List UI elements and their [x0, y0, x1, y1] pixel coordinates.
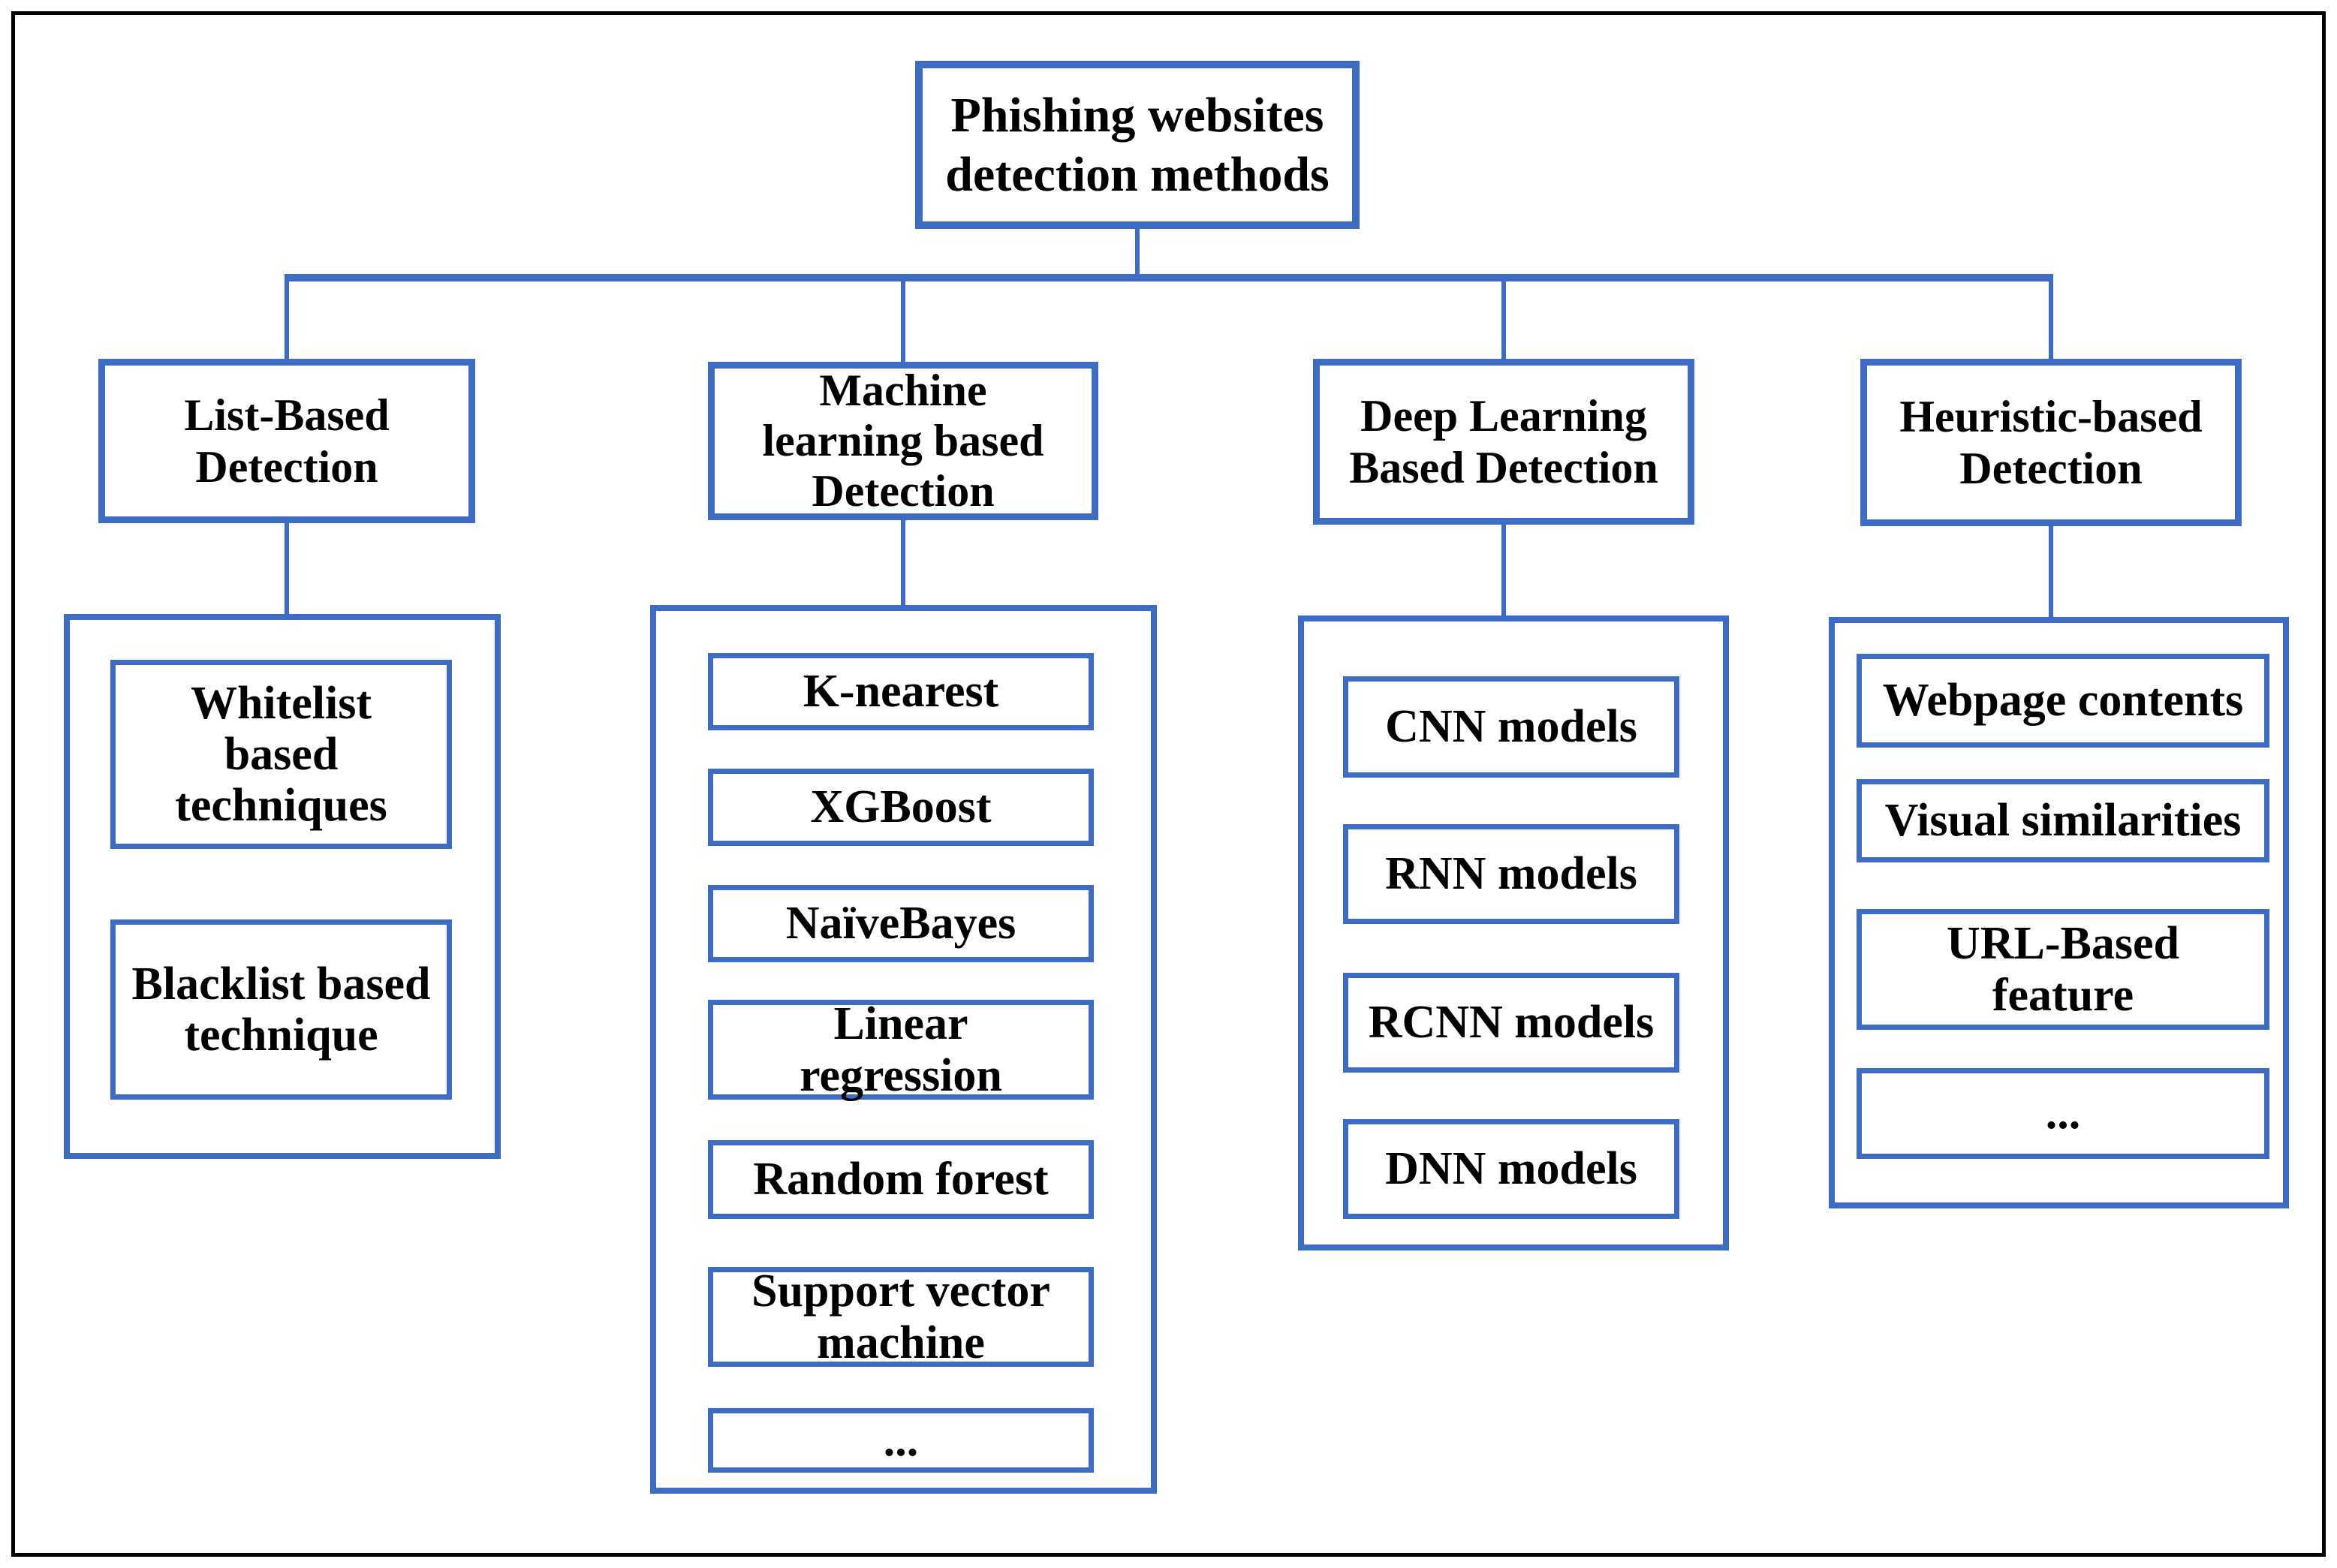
connector-drop-deep-learning	[1501, 278, 1506, 359]
node-support-vector-machine: Support vector machine	[708, 1266, 1094, 1368]
node-visual-similarities: Visual similarities	[1857, 779, 2269, 862]
connector-stem-deep-learning	[1501, 525, 1506, 615]
node-rnn-models: RNN models	[1343, 824, 1679, 924]
connector-stem-machine-learning	[901, 520, 905, 605]
node-root: Phishing websites detection methods	[915, 61, 1360, 229]
node-linear-regression: Linear regression	[708, 998, 1094, 1101]
connector-bus	[285, 274, 2053, 281]
node-cnn-models: CNN models	[1343, 676, 1679, 778]
connector-drop-heuristic	[2049, 278, 2053, 359]
node-random-forest: Random forest	[708, 1140, 1094, 1219]
node-rcnn-models: RCNN models	[1343, 973, 1679, 1073]
node-machine-learning-detection: Machine learning based Detection	[708, 362, 1098, 520]
node-naivebayes: NaïveBayes	[708, 885, 1094, 962]
connector-drop-list-based	[285, 278, 289, 359]
connector-stem-heuristic	[2049, 526, 2053, 617]
node-webpage-contents: Webpage contents	[1857, 654, 2269, 748]
node-heuristic-ellipsis: ...	[1857, 1068, 2269, 1159]
diagram-frame	[11, 11, 2326, 1557]
node-blacklist-based-technique: Blacklist based technique	[110, 919, 452, 1100]
connector-stem-list-based	[285, 523, 289, 614]
node-dnn-models: DNN models	[1343, 1119, 1679, 1219]
node-heuristic-detection: Heuristic-based Detection	[1860, 359, 2242, 526]
node-xgboost: XGBoost	[708, 769, 1094, 846]
node-url-based-feature: URL-Based feature	[1857, 909, 2269, 1030]
connector-root-stem	[1135, 229, 1140, 277]
node-ml-ellipsis: ...	[708, 1408, 1094, 1473]
node-whitelist-based-techniques: Whitelist based techniques	[110, 660, 452, 849]
connector-drop-machine-learning	[901, 278, 905, 362]
node-k-nearest: K-nearest	[708, 653, 1094, 730]
node-deep-learning-detection: Deep Learning Based Detection	[1313, 359, 1694, 525]
node-list-based-detection: List-Based Detection	[98, 359, 475, 523]
